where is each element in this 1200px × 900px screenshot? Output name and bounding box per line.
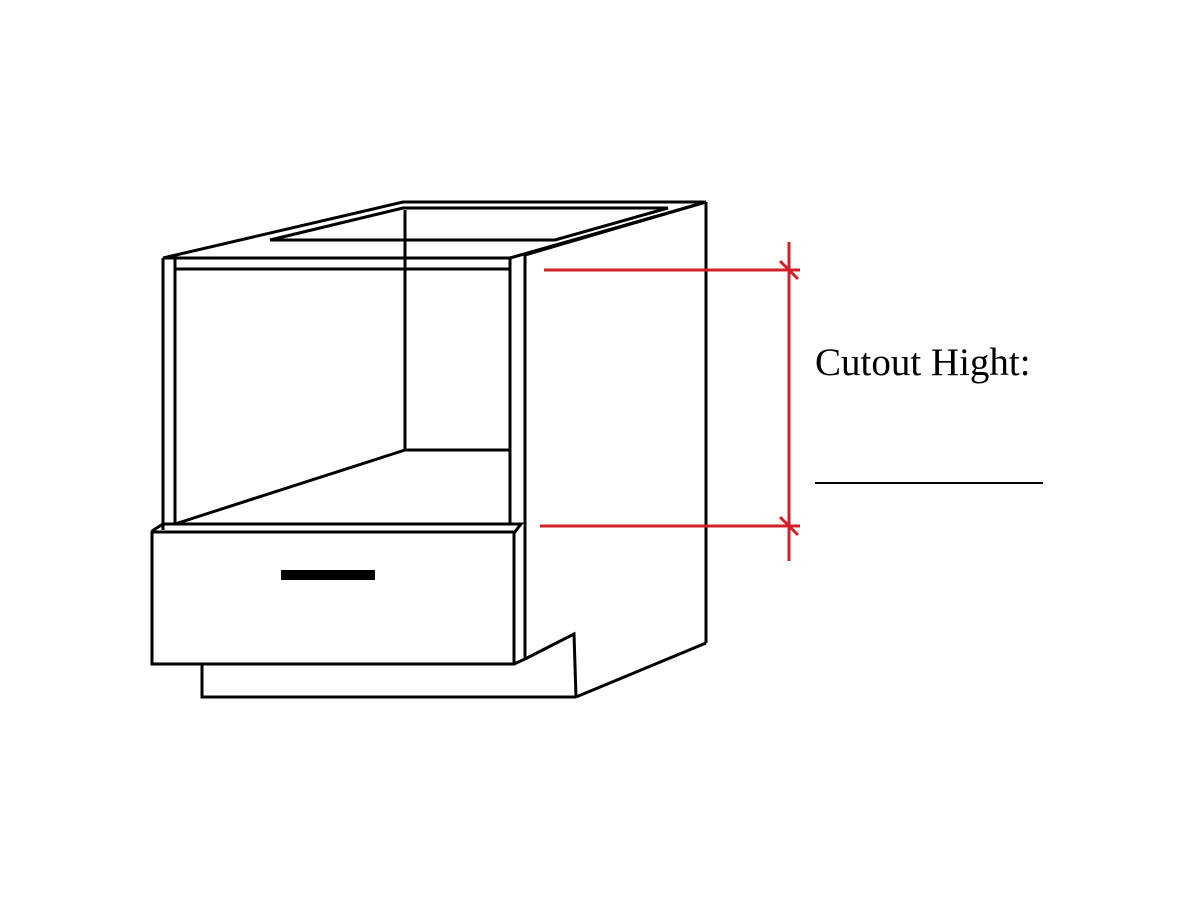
drawer-handle bbox=[281, 570, 375, 580]
side-panel-bottom-edge bbox=[575, 641, 707, 699]
cutout-height-blank[interactable] bbox=[815, 482, 1043, 484]
interior-floor-diagonal bbox=[174, 448, 406, 526]
cutout-height-label: Cutout Hight: bbox=[815, 341, 1031, 384]
dimension-tick-bottom bbox=[778, 515, 800, 537]
drawer-front bbox=[150, 530, 516, 666]
side-panel-top-edge bbox=[524, 200, 707, 257]
cabinet-top-outer-edge bbox=[162, 200, 707, 260]
dimension-tick-top bbox=[778, 259, 800, 281]
cabinet-top-opening bbox=[269, 206, 669, 242]
cabinet-outline bbox=[150, 200, 708, 699]
drawer-side-edge bbox=[513, 657, 526, 666]
drawer-top-edge bbox=[151, 522, 525, 534]
cutout-dimension bbox=[540, 242, 800, 561]
side-panel-toe-notch bbox=[524, 631, 578, 698]
toe-kick bbox=[200, 664, 576, 699]
